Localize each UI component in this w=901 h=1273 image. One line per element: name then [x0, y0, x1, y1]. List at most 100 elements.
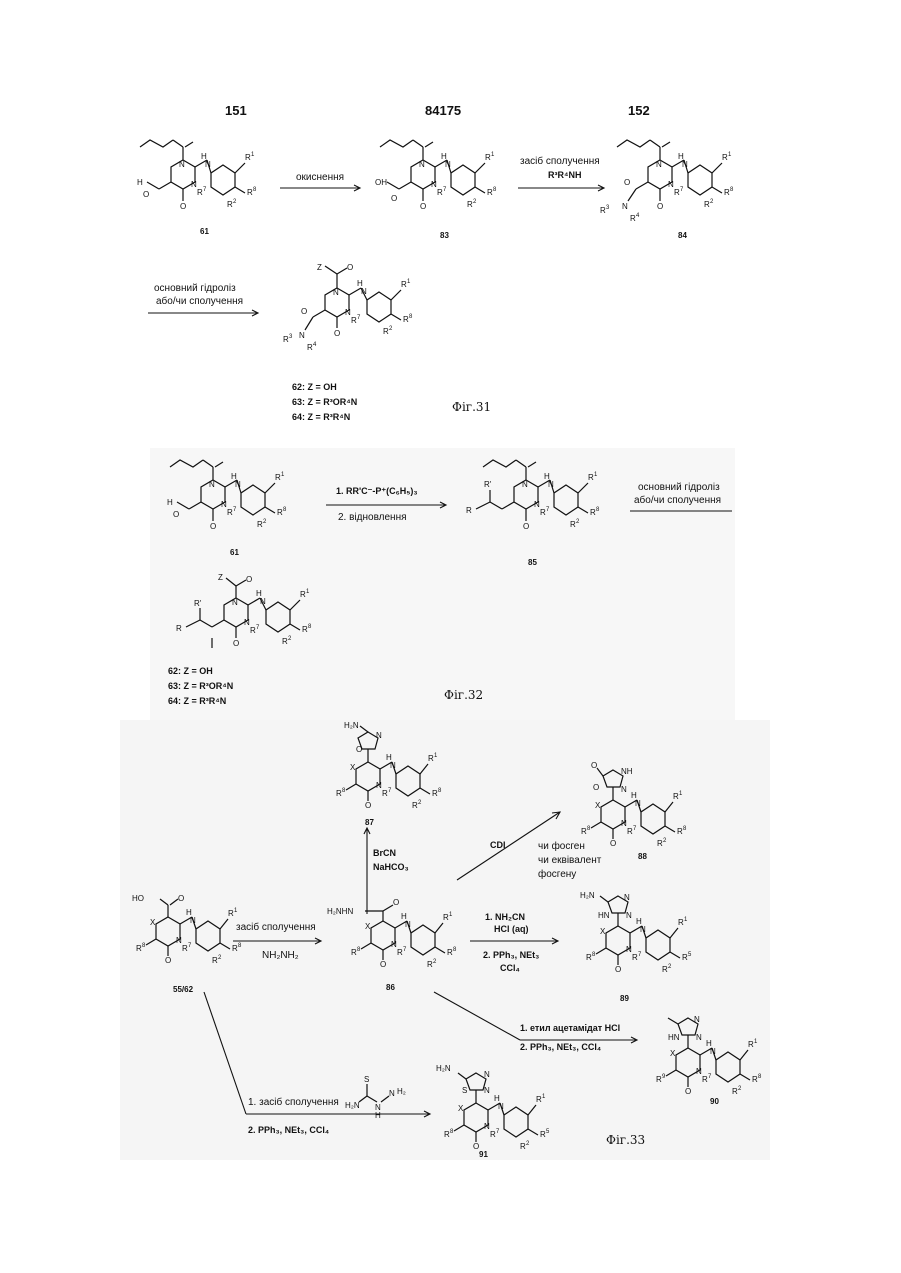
svg-text:R: R: [466, 506, 472, 515]
svg-text:R': R': [484, 480, 492, 489]
svg-text:N: N: [696, 1033, 702, 1042]
structure-91: H₂N N S N X N HN R8 O R7 R1 R5 R2: [428, 1065, 558, 1175]
compound-label-61: 61: [200, 227, 209, 236]
svg-text:O: O: [591, 761, 597, 770]
structure-86: H₂NHN O X N HN R8 O R7 R1 R8 R2: [335, 895, 475, 985]
svg-text:1: 1: [306, 589, 310, 595]
svg-text:N: N: [682, 160, 688, 169]
svg-text:8: 8: [357, 947, 361, 953]
structure-87: H₂N N O X N HN R8 O R7 R1 R8 R2: [320, 724, 450, 824]
svg-text:8: 8: [308, 624, 312, 630]
svg-text:O: O: [301, 307, 307, 316]
svg-text:2: 2: [288, 636, 292, 642]
structure-55-62: HO O X N HN R8 O R7 R1 R8 R2: [120, 895, 250, 985]
svg-text:9: 9: [662, 1074, 666, 1080]
svg-text:O: O: [393, 898, 399, 907]
svg-text:7: 7: [256, 625, 260, 631]
figure-caption-32: Фіг.32: [444, 688, 483, 702]
svg-text:1: 1: [684, 917, 688, 923]
svg-text:2: 2: [433, 959, 437, 965]
svg-text:7: 7: [233, 507, 237, 513]
svg-text:7: 7: [443, 187, 447, 193]
svg-text:8: 8: [283, 507, 287, 513]
svg-text:O: O: [143, 190, 149, 199]
structure-89: H₂N N HN N X N HN R8 O R7 R1 R5 R2: [570, 888, 700, 998]
svg-text:3: 3: [606, 205, 610, 211]
compound-label-84: 84: [678, 231, 687, 240]
svg-text:8: 8: [493, 187, 497, 193]
svg-text:O: O: [657, 202, 663, 211]
svg-text:N: N: [209, 480, 215, 489]
svg-text:O: O: [420, 202, 426, 211]
structure-62-64-fig31: Z O N N HN O N R3 R4 O R7 R1 R8 R2: [285, 258, 425, 368]
svg-text:2: 2: [233, 199, 237, 205]
arrow-hydrazine: [233, 936, 325, 946]
svg-text:O: O: [347, 263, 353, 272]
svg-text:1: 1: [679, 791, 683, 797]
svg-text:2: 2: [738, 1086, 742, 1092]
reagent-reduction: 2. відновлення: [338, 512, 407, 523]
svg-text:N: N: [710, 1047, 716, 1056]
svg-text:X: X: [150, 918, 156, 927]
svg-text:H: H: [137, 178, 143, 187]
svg-text:H₂N: H₂N: [344, 721, 359, 730]
svg-text:R: R: [176, 624, 182, 633]
svg-text:8: 8: [596, 507, 600, 513]
reagent-pph3-1: 2. PPh₃, NEt₃: [483, 950, 539, 960]
svg-text:S: S: [364, 1075, 369, 1084]
svg-text:7: 7: [188, 943, 192, 949]
structure-83: N N HN OH O O R7 R1 R8 R2: [375, 135, 505, 235]
svg-text:N: N: [205, 160, 211, 169]
svg-text:Z: Z: [317, 263, 322, 272]
svg-text:N: N: [179, 160, 185, 169]
structure-90: N HN N X N HN R9 O R7 R1 R8 R2: [640, 1010, 770, 1110]
svg-text:7: 7: [680, 187, 684, 193]
svg-text:8: 8: [438, 788, 442, 794]
svg-text:2: 2: [263, 519, 267, 525]
svg-text:1: 1: [491, 152, 495, 158]
arrow-hydrolysis-fig32: [630, 507, 734, 515]
structure-thiosemicarbazide: S H₂N N H N H₂: [345, 1076, 415, 1116]
compound-label-88: 88: [638, 852, 647, 861]
reagent-nahco3: NaHCO₃: [373, 862, 409, 872]
svg-text:S: S: [462, 1086, 467, 1095]
svg-text:O: O: [624, 178, 630, 187]
svg-text:2: 2: [389, 326, 393, 332]
svg-text:8: 8: [342, 788, 346, 794]
arrow-coupling: [518, 183, 608, 193]
svg-text:N: N: [333, 288, 339, 297]
svg-text:O: O: [391, 194, 397, 203]
svg-text:1: 1: [542, 1094, 546, 1100]
arrow-wittig: [326, 500, 451, 510]
svg-text:2: 2: [526, 1141, 530, 1147]
svg-text:1: 1: [728, 152, 732, 158]
svg-text:8: 8: [453, 947, 457, 953]
reagent-wittig: 1. RR'C⁻-P⁺(C₆H₅)₃: [336, 486, 418, 497]
compound-label-85: 85: [528, 558, 537, 567]
z-def-63-fig32: 63: Z = R³OR⁴N: [168, 679, 233, 694]
svg-text:HN: HN: [668, 1033, 680, 1042]
svg-text:N: N: [361, 287, 367, 296]
svg-text:1: 1: [407, 279, 411, 285]
svg-text:N: N: [626, 911, 632, 920]
reagent-hydrolysis-fig32-2: або/чи сполучення: [634, 495, 721, 506]
compound-label-61-fig32: 61: [230, 548, 239, 557]
reagent-brcn: BrCN: [373, 848, 396, 858]
svg-text:N: N: [621, 785, 627, 794]
svg-text:1: 1: [594, 472, 598, 478]
svg-text:2: 2: [710, 199, 714, 205]
svg-text:7: 7: [388, 788, 392, 794]
svg-text:1: 1: [449, 912, 453, 918]
svg-text:5: 5: [688, 952, 692, 958]
compound-label-91: 91: [479, 1150, 488, 1159]
reagent-hydrazine-2: NH₂NH₂: [262, 950, 299, 961]
svg-text:O: O: [210, 522, 216, 531]
z-definition-list-fig32: 62: Z = OH 63: Z = R³OR⁴N 64: Z = R³R⁴N: [168, 664, 233, 709]
svg-text:X: X: [595, 801, 601, 810]
svg-text:N: N: [190, 916, 196, 925]
reagent-thio-2: 2. PPh₃, NEt₃, CCl₄: [248, 1125, 329, 1135]
svg-text:N: N: [484, 1086, 490, 1095]
reagent-phosgene-2: чи еквівалент: [538, 855, 601, 866]
page-number-right: 152: [628, 103, 650, 118]
structure-61-fig32: N N HN H O O R7 R1 R8 R2: [165, 455, 295, 555]
